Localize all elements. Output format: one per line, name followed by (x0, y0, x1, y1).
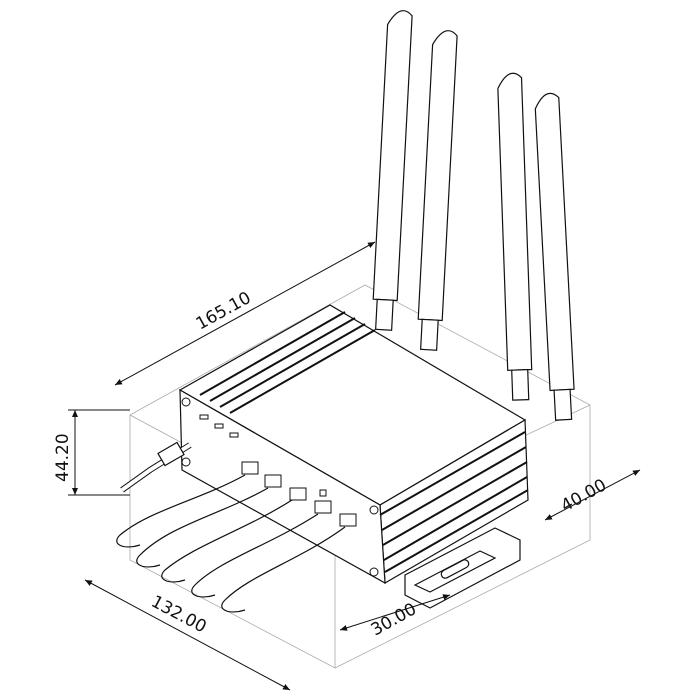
dimension-lines (68, 241, 641, 691)
antenna (417, 30, 458, 351)
dimension-depth-rail: 30.00 (368, 599, 420, 640)
dimension-height: 44.20 (53, 433, 73, 482)
antenna (372, 10, 413, 331)
antenna (534, 92, 575, 421)
dimension-side: 40.00 (558, 475, 610, 516)
antenna (497, 72, 533, 401)
dimension-length: 165.10 (193, 288, 255, 334)
antennas (372, 10, 575, 421)
din-rail (404, 527, 521, 609)
